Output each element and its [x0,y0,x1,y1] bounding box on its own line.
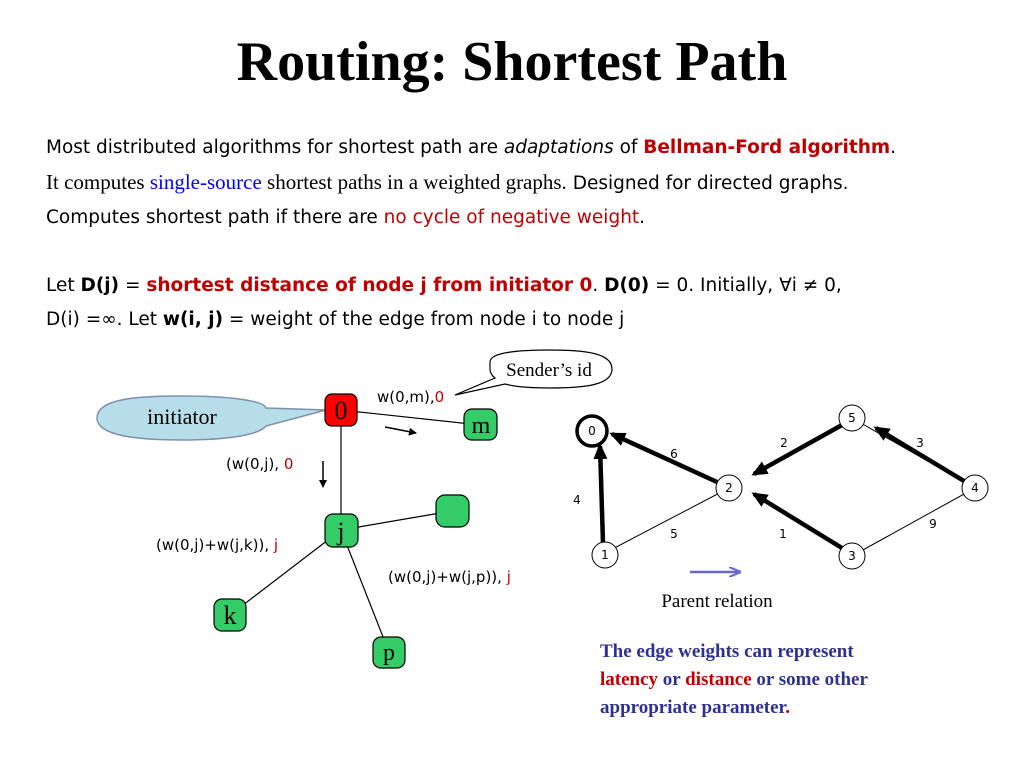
graph-node-3 [838,542,866,570]
text: of [613,137,644,158]
weight-5-2: 2 [780,436,788,450]
text-adaptations: adaptations [503,137,614,158]
text: . [639,207,646,228]
sender-id-label: Sender’s id [506,360,592,381]
line-single-source: It computes single-source shortest paths… [46,165,1006,201]
msg-label-j-p: (w(0,j)+w(j,p)), j [388,568,511,586]
parent-edge-5-2 [751,423,844,476]
node-label-0: 0 [335,396,348,425]
note-line-3: appropriate parameter. [600,694,940,722]
graph-node-1 [591,541,619,569]
text-bellman-ford: Bellman-Ford algorithm [643,137,891,158]
text: It computes [46,170,150,194]
weight-4-5: 3 [916,436,924,450]
note-line-2: latency or distance or some other [600,666,940,694]
graph-node-label-4: 4 [971,481,979,495]
line-adaptations: Most distributed algorithms for shortest… [46,131,1006,165]
text-d0: D(0) [604,275,650,296]
node-unlabeled [435,494,470,528]
graph-node-label-5: 5 [848,411,856,425]
text-single-source: single-source [149,170,262,194]
note-period: . [785,697,790,718]
node-initiator-0 [324,393,358,427]
text-shortest-distance: shortest distance of node j from initiat… [146,275,593,296]
graph-node-label-3: 3 [848,549,856,563]
note-text: appropriate parameter [600,697,786,718]
node-j [324,513,359,548]
edge-weight-note: The edge weights can represent latency o… [600,638,940,722]
edge-j-unlabeled [340,510,453,531]
note-text: or [658,669,686,690]
weight-3-2: 1 [779,527,787,541]
weight-3-4: 9 [929,517,937,531]
text-wij: w(i, j) [162,309,224,330]
node-label-p: p [383,640,395,666]
slide-title: Routing: Shortest Path [236,31,788,93]
parent-edge-2-0 [609,431,718,485]
edge-1-2 [602,487,730,555]
text: Designed for directed graphs. [566,173,849,194]
graph-node-5 [838,404,866,432]
right-diagram: 4 6 5 2 1 3 9 0 1 2 3 4 5 Parent relatio… [573,404,989,612]
note-distance: distance [685,669,752,690]
msg-label-0-j: (w(0,j), 0 [226,455,293,473]
edge-j-p [340,529,390,653]
text-no-negative-cycle: no cycle of negative weight [383,207,640,228]
graph-node-2 [715,474,743,502]
parent-relation-label: Parent relation [661,591,773,612]
text: Let [46,275,81,296]
node-label-j: j [336,517,344,546]
graph-node-4 [961,474,989,502]
edge-3-4 [851,487,976,557]
text: D(i) =∞. Let [46,309,163,330]
text: . [592,275,605,296]
parent-edge-1-0 [593,443,608,544]
text-dj: D(j) [80,275,120,296]
graph-node-label-2: 2 [725,481,733,495]
note-latency: latency [600,669,659,690]
sender-id-bubble [454,349,613,396]
weight-1-0: 4 [573,493,581,507]
edge-j-k [229,529,342,616]
left-diagram: initiator Sender’s id w(0,m),0 (w(0,j), … [96,349,613,669]
msg-label-j-k: (w(0,j)+w(j,k)), j [156,536,278,554]
text: = [119,275,147,296]
text: shortest paths in a weighted graphs. [261,170,567,194]
note-text: or some other [751,669,868,690]
initiator-label: initiator [147,404,217,429]
text: Computes shortest path if there are [46,207,384,228]
node-p [372,636,406,669]
line-definition-w: D(i) =∞. Let w(i, j) = weight of the edg… [46,303,1006,337]
weight-1-2: 5 [670,527,678,541]
message-arrow-to-m [384,426,417,436]
parent-edge-4-5 [873,426,966,483]
line-negative-cycle: Computes shortest path if there are no c… [46,201,1006,235]
node-label-k: k [224,601,237,630]
node-label-m: m [472,413,491,439]
text: Most distributed algorithms for shortest… [46,137,504,158]
node-m [463,408,498,441]
text: . [890,137,897,158]
node-k [213,598,247,632]
text: = 0. Initially, ∀i ≠ 0, [649,275,842,296]
text: = weight of the edge from node i to node… [223,309,625,330]
edge-0-m [340,409,481,426]
graph-node-label-1: 1 [601,548,609,562]
graph-node-0 [575,414,609,448]
msg-label-0-m: w(0,m),0 [377,388,444,406]
note-line-1: The edge weights can represent [600,641,854,662]
line-definition-d: Let D(j) = shortest distance of node j f… [46,269,1006,303]
graph-node-label-0: 0 [588,424,596,438]
body-text: Most distributed algorithms for shortest… [46,131,1006,337]
weight-2-0: 6 [670,447,678,461]
parent-edge-3-2 [751,492,844,550]
